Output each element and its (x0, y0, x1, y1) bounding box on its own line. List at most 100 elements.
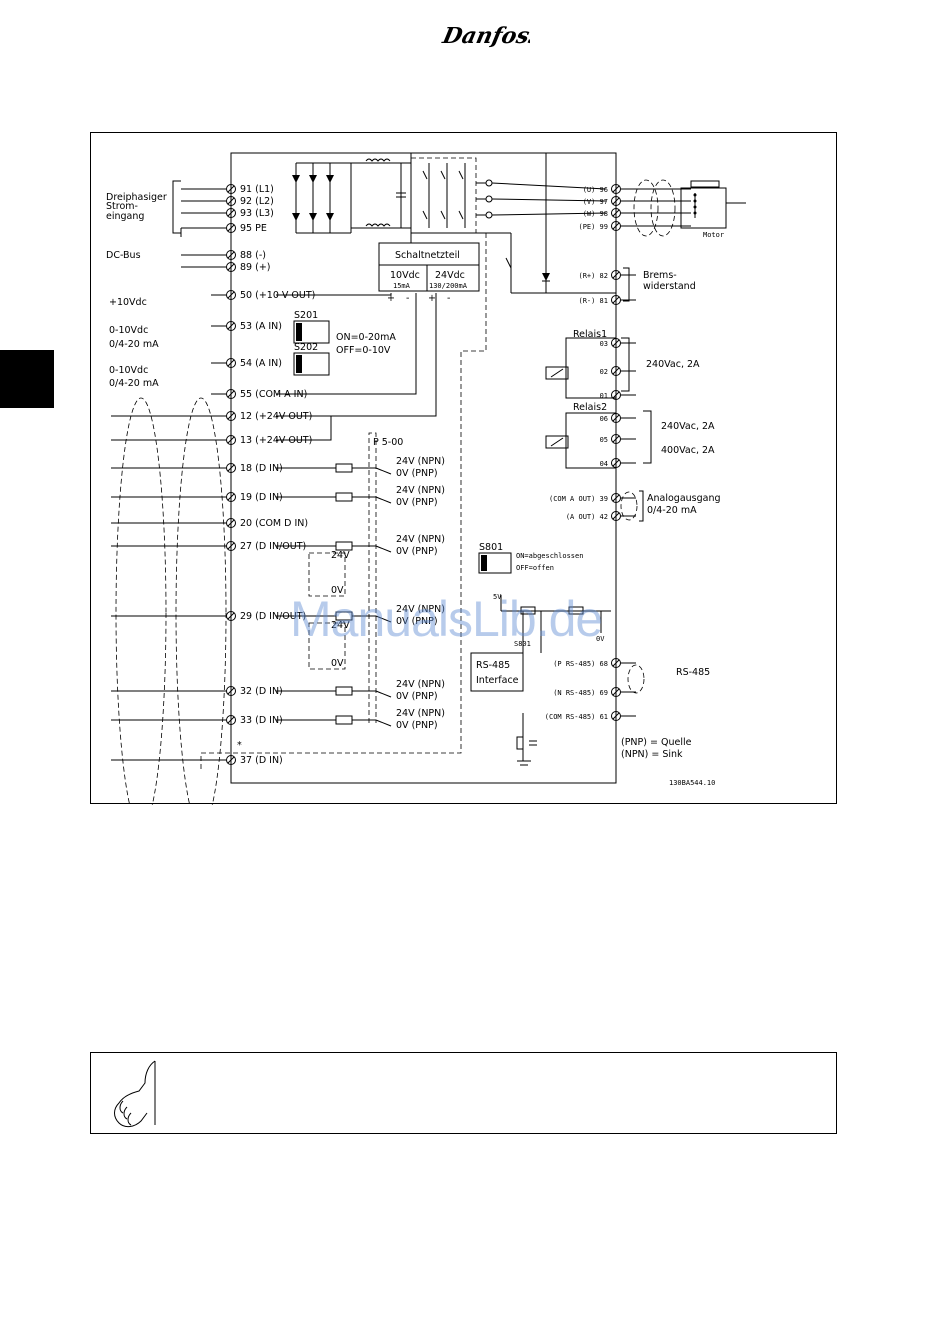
terminal-37 (226, 755, 236, 765)
terminal-97 (611, 196, 621, 206)
logo-text: Danfoss (439, 23, 530, 49)
terminal-88 (226, 250, 236, 260)
terminal-label-95: 95 PE (240, 223, 267, 234)
terminal-label-29: 29 (D IN/OUT) (240, 611, 306, 622)
psu-minus-1: - (406, 293, 409, 304)
terminal-label-33: 33 (D IN) (240, 715, 283, 726)
terminal-label-93: 93 (L3) (240, 208, 274, 219)
ain1-label-2: 0/4-20 mA (109, 339, 159, 350)
pnp-label: 0V (PNP) (396, 691, 438, 702)
terminal-29 (226, 611, 236, 621)
terminal-32 (226, 686, 236, 696)
terminal-label-03: 03 (600, 340, 608, 348)
input-resistor (335, 492, 353, 502)
ain2-label-1: 0-10Vdc (109, 365, 148, 376)
terminal-label-98: (W) 98 (583, 210, 608, 218)
terminal-label-18: 18 (D IN) (240, 463, 283, 474)
shield-right (175, 397, 227, 805)
brake-chopper (411, 153, 616, 294)
terminal-33 (226, 715, 236, 725)
rs485-label: RS-485 (676, 667, 710, 678)
analog-out-label-2: 0/4-20 mA (647, 505, 697, 516)
terminal-label-06: 06 (600, 415, 608, 423)
doc-code: 130BA544.10 (669, 779, 715, 787)
terminal-label-92: 92 (L2) (240, 196, 274, 207)
psu-title: Schaltnetzteil (395, 250, 460, 261)
input-resistor (335, 715, 353, 725)
pnp-label: 0V (PNP) (396, 616, 438, 627)
chapter-tab (0, 350, 54, 408)
terminal-label-69: (N RS-485) 69 (553, 689, 608, 697)
psu-plus-2: + (428, 293, 436, 304)
psu-10v-ma: 15mA (393, 282, 411, 290)
terminal-label-04: 04 (600, 460, 608, 468)
npn-label: 24V (NPN) (396, 679, 445, 690)
rs485-box-line1: RS-485 (476, 660, 510, 671)
switch-legend-off: OFF=0-10V (336, 345, 391, 356)
analog-out-label-1: Analogausgang (647, 493, 721, 504)
terminal-label-68: (P RS-485) 68 (553, 660, 608, 668)
relay2-rating-a: 240Vac, 2A (661, 421, 715, 432)
terminal-label-42: (A OUT) 42 (566, 513, 608, 521)
rs485-interface-box (470, 652, 524, 692)
terminal-91 (226, 184, 236, 194)
psu-minus-2: - (447, 293, 450, 304)
npn-label: 24V (NPN) (396, 456, 445, 467)
note-box (90, 1052, 837, 1134)
terminal-20 (226, 518, 236, 528)
terminal-54 (226, 358, 236, 368)
local-24v: 24V (331, 550, 350, 561)
terminal-99 (611, 221, 621, 231)
terminal-93 (226, 208, 236, 218)
relay1-label: Relais1 (573, 329, 607, 340)
pnp-label: 0V (PNP) (396, 546, 438, 557)
terminal-92 (226, 196, 236, 206)
relay2-label: Relais2 (573, 402, 607, 413)
ain1-label-1: 0-10Vdc (109, 325, 148, 336)
mains-label-3: eingang (106, 211, 144, 222)
s801-label-2: S801 (514, 640, 531, 648)
terminal-55 (226, 389, 236, 399)
rs485-common-rc (516, 713, 537, 766)
terminal-label-19: 19 (D IN) (240, 492, 283, 503)
hand-pointing-icon (114, 1060, 156, 1128)
terminal-label-55: 55 (COM A IN) (240, 389, 307, 400)
rectifier-bridge (292, 162, 352, 234)
s801-on: ON=abgeschlossen (516, 552, 583, 560)
psu-plus-1: + (387, 293, 395, 304)
s801-switch (478, 552, 512, 574)
terminal-19 (226, 492, 236, 502)
npn-label: 24V (NPN) (396, 485, 445, 496)
legend-npn: (NPN) = Sink (621, 749, 683, 760)
terminal-label-53: 53 (A IN) (240, 321, 282, 332)
terminal-label-54: 54 (A IN) (240, 358, 282, 369)
brake-label-2: widerstand (643, 281, 696, 292)
terminal-96 (611, 184, 621, 194)
s202-switch (293, 352, 330, 376)
rs485-shield (627, 664, 645, 694)
terminal-label-61: (COM RS-485) 61 (545, 713, 608, 721)
power-supply-box (378, 242, 480, 292)
s801-label: S801 (479, 542, 503, 553)
terminal-label-89: 89 (+) (240, 262, 270, 273)
terminal-label-05: 05 (600, 436, 608, 444)
terminal-13 (226, 435, 236, 445)
inverter-igbt (410, 157, 493, 234)
dc-link (351, 153, 412, 243)
brake-label-1: Brems- (643, 270, 677, 281)
terminal-69 (611, 687, 621, 697)
psu-24v: 24Vdc (435, 270, 465, 281)
analog-shield (620, 491, 638, 521)
relay2-symbol (545, 410, 652, 469)
dcbus-label: DC-Bus (106, 250, 141, 261)
shield-left (115, 397, 167, 805)
psu-24v-ma: 130/200mA (429, 282, 468, 290)
terminal-label-27: 27 (D IN/OUT) (240, 541, 306, 552)
terminal-68 (611, 658, 621, 668)
terminal-label-32: 32 (D IN) (240, 686, 283, 697)
npn-label: 24V (NPN) (396, 534, 445, 545)
terminal-61 (611, 711, 621, 721)
rs485-termination (500, 595, 611, 663)
terminal-27 (226, 541, 236, 551)
